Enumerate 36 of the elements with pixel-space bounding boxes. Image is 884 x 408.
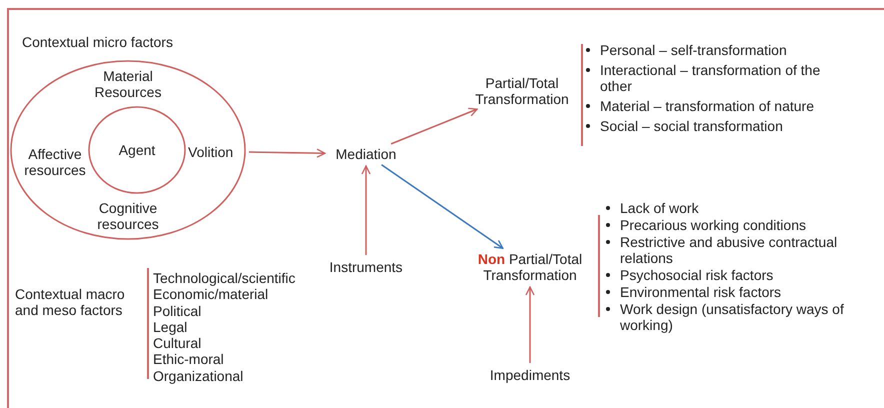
node-label: Affective resources <box>23 146 87 178</box>
list-item: Social – social transformation <box>600 118 784 134</box>
list-item: Material – transformation of nature <box>600 98 815 114</box>
node-label: Mediation <box>336 146 396 162</box>
list-item: Psychosocial risk factors <box>620 267 774 283</box>
ellipse <box>10 60 246 240</box>
text-label: Contextual macro and meso factors <box>15 286 126 318</box>
list-item: Technological/scientific <box>153 270 296 286</box>
list-item: Lack of work <box>620 200 700 216</box>
arrow <box>361 165 371 255</box>
node-label: Volition <box>188 144 234 160</box>
list-item: Economic/material <box>153 286 270 303</box>
arrow <box>525 286 535 363</box>
list-item: Organizational <box>153 368 244 384</box>
node-label: Agent <box>118 142 156 158</box>
ellipse <box>88 106 186 194</box>
node-label: Non Partial/Total Transformation <box>476 251 584 283</box>
node-label: Material Resources <box>94 68 162 100</box>
list-item: Personal – self-transformation <box>600 42 788 58</box>
list-item: Cultural <box>153 335 202 352</box>
node-label: Partial/Total Transformation <box>474 75 570 107</box>
text-label: Contextual micro factors <box>22 34 173 50</box>
list-item: Legal <box>153 318 188 336</box>
node-label: Instruments <box>329 259 403 275</box>
list-item: Precarious working conditions <box>620 217 807 233</box>
list-item: Political <box>153 302 202 319</box>
arrow <box>390 108 478 145</box>
node-label: Impediments <box>490 367 570 383</box>
list-item: Work design (unsatisfactory ways of working) <box>620 301 845 333</box>
arrow <box>381 164 504 249</box>
list-item: Ethic-moral <box>153 351 225 368</box>
list-item: Environmental risk factors <box>620 284 782 300</box>
list-item: Interactional – transformation of the other <box>600 62 822 94</box>
arrow <box>248 148 326 158</box>
list-item: Restrictive and abusive contractual relations <box>620 234 838 266</box>
node-label: Cognitive resources <box>96 200 160 232</box>
